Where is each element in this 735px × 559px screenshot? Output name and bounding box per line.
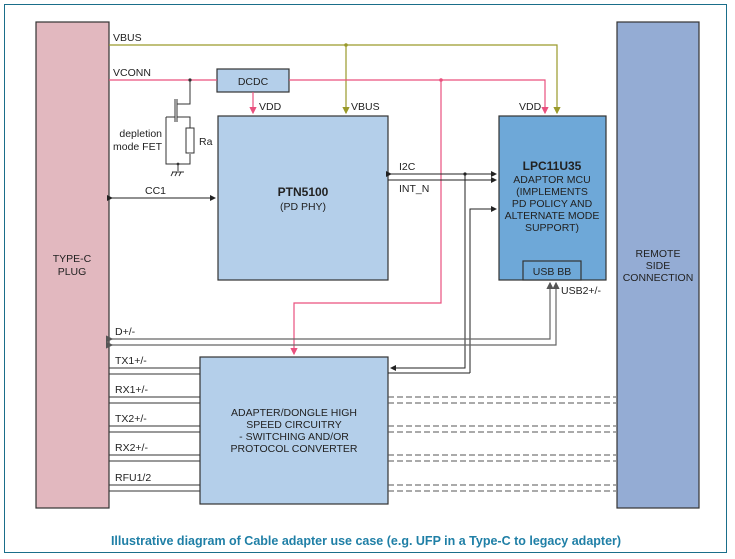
lpc11u35-line-4: ALTERNATE MODE: [505, 210, 600, 222]
vconn-label: VCONN: [113, 67, 151, 79]
vdd-mcu-label: VDD: [519, 101, 542, 113]
hs-circuitry-block: [199, 356, 389, 505]
ra-label: Ra: [199, 136, 213, 148]
usb-bb-block: [522, 260, 582, 281]
tx1-label: TX1+/-: [115, 355, 147, 367]
rx2-label: RX2+/-: [115, 442, 148, 454]
i2c-int-net: [386, 171, 497, 374]
ptn5100-block: [217, 115, 389, 281]
lpc11u35-line-2: (IMPLEMENTS: [516, 186, 588, 198]
fet-label-1: depletion: [119, 128, 162, 140]
lpc11u35-title: LPC11U35: [523, 159, 582, 173]
ptn5100-title: PTN5100: [278, 185, 329, 199]
vbus-ptn-label: VBUS: [351, 101, 380, 113]
dcdc-label: DCDC: [238, 76, 269, 88]
fet-junction: [188, 78, 192, 82]
cc1-label: CC1: [145, 185, 166, 197]
lpc11u35-block: [498, 115, 607, 281]
hs-label-2: SPEED CIRCUITRY: [246, 419, 342, 431]
lpc11u35-line-5: SUPPORT): [525, 222, 579, 234]
usb2-label: USB2+/-: [561, 285, 601, 297]
type-c-plug-label-1: TYPE-C: [53, 253, 92, 265]
type-c-plug-label-2: PLUG: [58, 266, 87, 278]
lpc11u35-line-1: ADAPTOR MCU: [513, 174, 590, 186]
vbus-junction: [344, 43, 348, 47]
vbus-label: VBUS: [113, 32, 142, 44]
vdd-ptn-label: VDD: [259, 101, 282, 113]
remote-side-block: [616, 21, 700, 509]
vconn-junction: [439, 78, 443, 82]
hs-label-1: ADAPTER/DONGLE HIGH: [231, 407, 357, 419]
i2c-junction: [463, 172, 467, 176]
diagram-caption: Illustrative diagram of Cable adapter us…: [111, 534, 621, 548]
usb2-net: [106, 281, 560, 349]
lpc11u35-line-3: PD POLICY AND: [512, 198, 593, 210]
i2c-label: I2C: [399, 161, 416, 173]
remote-label-1: REMOTE: [636, 248, 681, 260]
remote-label-3: CONNECTION: [623, 272, 694, 284]
remote-label-2: SIDE: [646, 260, 671, 272]
usb-bb-label: USB BB: [533, 266, 572, 278]
int-n-label: INT_N: [399, 183, 429, 195]
hs-label-3: - SWITCHING AND/OR: [239, 431, 349, 443]
diagram-frame: [4, 4, 727, 553]
dpm-label: D+/-: [115, 326, 136, 338]
ptn5100-subtitle: (PD PHY): [280, 201, 326, 213]
type-c-plug-block: [35, 21, 110, 509]
rx1-label: RX1+/-: [115, 384, 148, 396]
fet-label-2: mode FET: [113, 141, 163, 153]
tx2-label: TX2+/-: [115, 413, 147, 425]
hs-dashed-lines: [388, 396, 616, 492]
vbus-net: [109, 44, 561, 115]
depletion-fet-circuit: [165, 80, 195, 177]
rfu-label: RFU1/2: [115, 472, 151, 484]
hs-label-4: PROTOCOL CONVERTER: [231, 443, 358, 455]
hs-lines: [109, 367, 200, 492]
gnd-junction: [176, 162, 180, 166]
